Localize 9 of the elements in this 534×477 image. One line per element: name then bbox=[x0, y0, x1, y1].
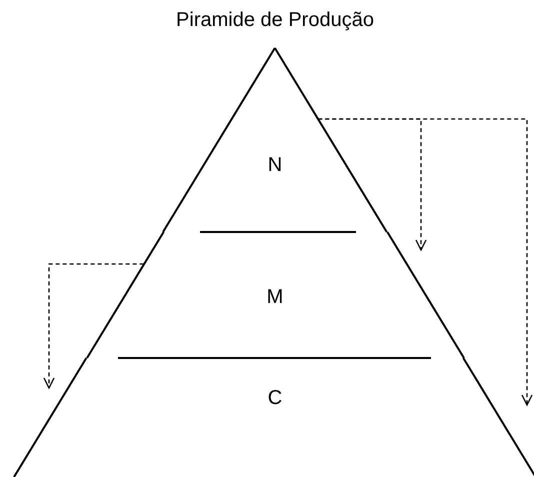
dashed-arrow bbox=[43, 263, 144, 389]
level-label: N bbox=[268, 154, 282, 176]
pyramid-level bbox=[163, 48, 387, 232]
diagram-title: Piramide de Produção bbox=[175, 8, 375, 32]
pyramid-level bbox=[86, 232, 464, 358]
level-label: M bbox=[266, 286, 284, 308]
dashed-arrow bbox=[318, 118, 533, 406]
level-label: C bbox=[268, 387, 282, 409]
pyramid-level bbox=[14, 358, 534, 477]
